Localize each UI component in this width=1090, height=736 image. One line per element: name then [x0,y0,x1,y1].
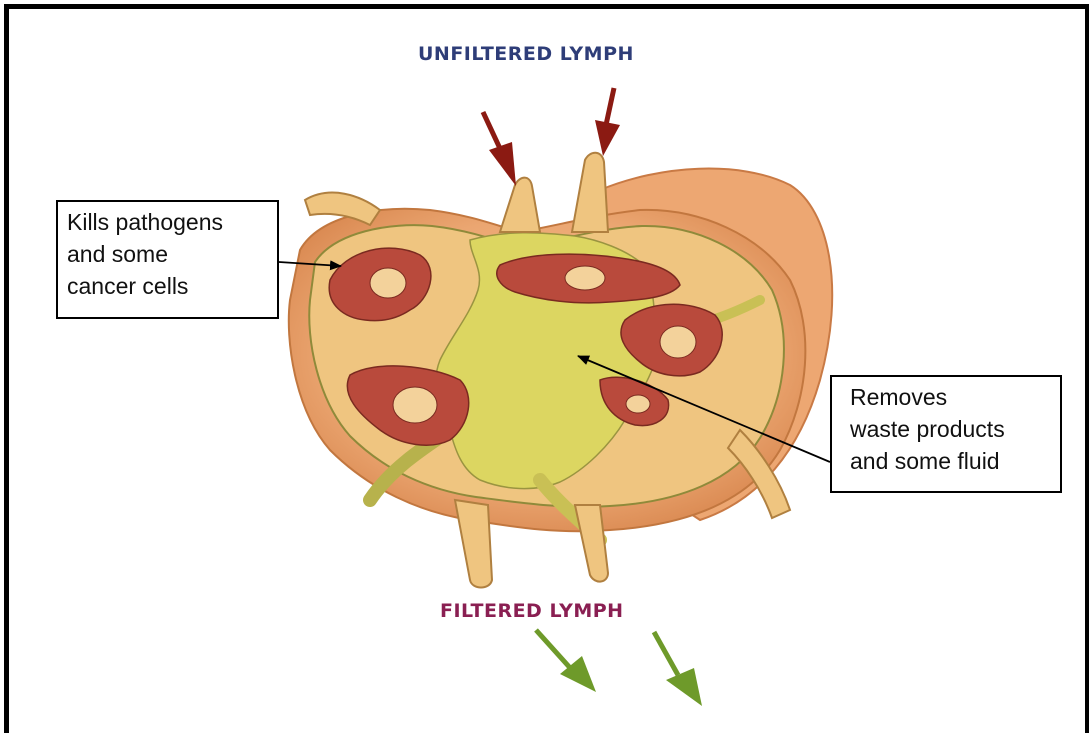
callout-left-line-3: cancer cells [67,270,277,302]
filtered-lymph-label: FILTERED LYMPH [440,600,624,622]
callout-right-line-3: and some fluid [850,445,1060,477]
callout-right-line-1: Removes [850,381,1060,413]
green-arrow-icon [536,630,702,706]
callout-left-line-1: Kills pathogens [67,206,277,238]
callout-right-line-2: waste products [850,413,1060,445]
removes-waste-callout: Removes waste products and some fluid [830,375,1062,493]
kills-pathogens-callout: Kills pathogens and some cancer cells [56,200,279,319]
unfiltered-lymph-label: UNFILTERED LYMPH [418,43,634,65]
callout-left-line-2: and some [67,238,277,270]
